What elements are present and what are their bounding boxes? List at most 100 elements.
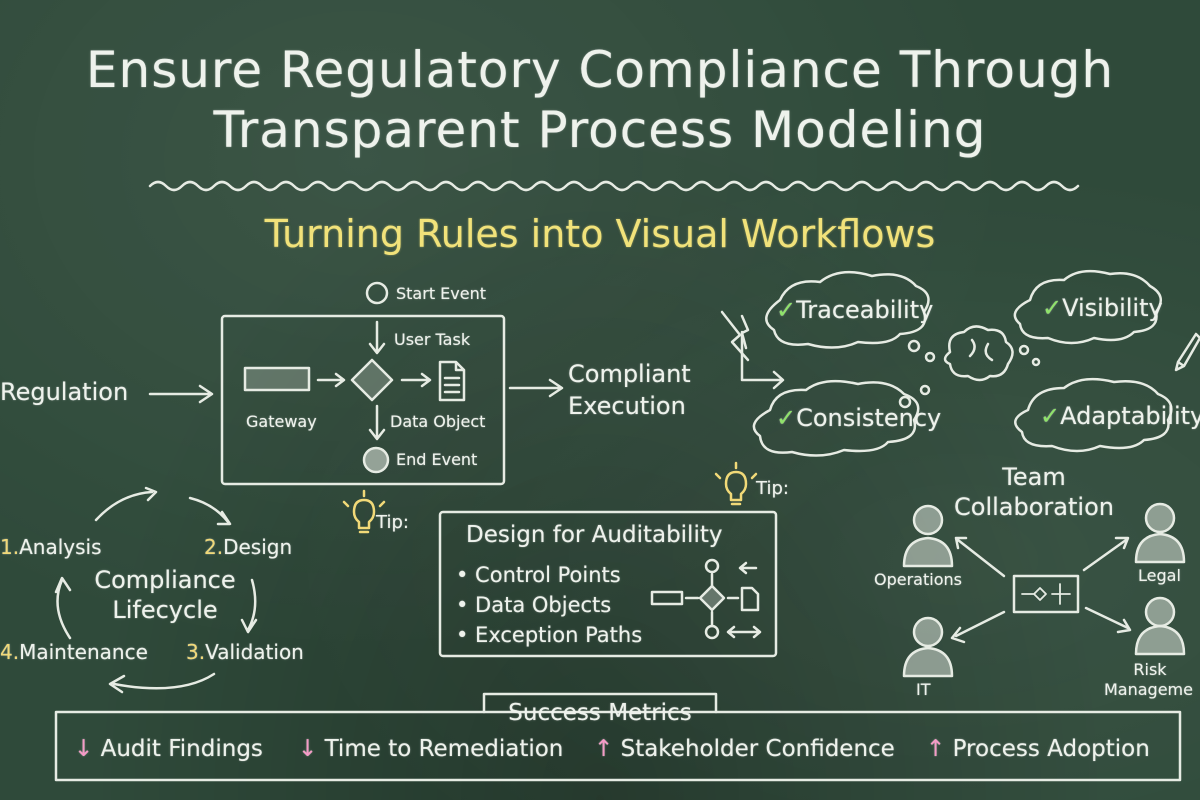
arrow-regulation [148,384,214,404]
task-rect-icon [243,366,311,392]
check-icon: ✓ [776,296,797,324]
team-member-risk: Risk Manageme [1104,660,1193,699]
team-center-board-icon [1012,574,1080,614]
arrow-down-2 [368,404,386,441]
metric-audit-findings: ↓ Audit Findings [74,736,263,762]
check-icon: ✓ [776,404,797,432]
thought-bubble [907,339,921,353]
metric-time-to-remediation: ↓ Time to Remediation [298,736,564,762]
mini-arrow [738,561,758,575]
lifecycle-step-validation: 3.Validation [186,640,304,664]
cloud-adaptability [1014,377,1173,453]
team-member-it: IT [916,680,931,699]
start-event-label: Start Event [396,284,487,303]
user-task-label: User Task [394,330,471,349]
metrics-box [54,710,1182,782]
lifecycle-arrow-left [54,576,72,640]
team-member-legal: Legal [1138,566,1181,585]
regulation-label: Regulation [0,378,129,406]
person-it-icon [902,616,954,678]
mini-end-icon [704,624,720,640]
lightbulb-icon [342,489,386,534]
lifecycle-title: Compliance Lifecycle [94,566,236,624]
start-event-icon [365,281,389,305]
compliant-execution-label: Compliant Execution [568,360,691,420]
lifecycle-arrow-top [94,486,158,522]
team-member-operations: Operations [874,570,962,589]
zigzag-arrow [720,310,750,362]
arrow-to-risk [1084,606,1132,634]
person-legal-icon [1134,502,1186,564]
lifecycle-arrow-top-right [188,496,232,526]
metric-stakeholder-confidence: ↑ Stakeholder Confidence [594,736,895,762]
arrow-down-1 [368,320,386,355]
mini-arrow [726,625,762,639]
process-box [220,314,506,486]
thought-bubble [1031,357,1041,367]
arrow-to-legal [1082,536,1130,572]
brain-icon [943,325,1014,382]
mini-diamond-icon [698,584,726,612]
arrow-to-execution [508,378,564,398]
thought-bubble [898,395,912,409]
lifecycle-step-maintenance: 4.Maintenance [0,640,148,664]
cloud-visibility [1013,269,1163,345]
end-event-label: End Event [396,450,478,469]
arrow-down-icon: ↓ [74,736,94,762]
check-icon: ✓ [1040,402,1061,430]
arrow-to-operations [954,536,1006,578]
page-title: Ensure Regulatory Compliance Through Tra… [0,40,1200,160]
end-event-icon [362,446,390,474]
arrow-down-icon: ↓ [298,736,318,762]
bullet-item: • Exception Paths [456,623,643,647]
mini-start-icon [704,558,720,574]
title-underline [148,180,1080,192]
thought-bubble [919,384,931,396]
arrow-right-2 [400,372,432,388]
auditability-title: Design for Auditability [466,522,723,548]
benefit-traceability: ✓Traceability [776,296,934,324]
lifecycle-step-design: 2.Design [204,535,293,559]
arrow-to-it [950,610,1006,644]
team-center-diagram [1021,583,1071,605]
mini-task-icon [650,590,684,606]
pencil-icon [1174,332,1200,372]
metrics-title: Success Metrics [508,700,692,726]
auditability-box [438,510,778,658]
benefit-consistency: ✓Consistency [776,404,942,432]
bracket-arrow [740,330,785,390]
check-icon: ✓ [1042,294,1063,322]
lifecycle-arrow-bottom [108,672,216,694]
thought-bubble [1018,344,1030,356]
thought-bubble [924,351,936,363]
person-operations-icon [902,504,954,568]
arrow-right-1 [316,372,346,388]
arrow-up-icon: ↑ [594,736,614,762]
arrow-up-icon: ↑ [926,736,946,762]
gateway-diamond-icon [350,358,394,402]
title-line-1: Ensure Regulatory Compliance Through [85,41,1115,99]
tip-label: Tip: [756,478,789,499]
bullet-item: • Data Objects [456,593,612,617]
metrics-tab [482,692,718,714]
benefit-adaptability: ✓Adaptability [1040,402,1200,430]
tip-label: Tip: [376,512,409,533]
auditability-bullets: • Control Points • Data Objects • Except… [456,560,642,650]
title-line-2: Transparent Process Modeling [213,101,987,159]
person-risk-icon [1134,596,1186,656]
data-object-label: Data Object [390,412,486,431]
lifecycle-arrow-right [240,578,258,634]
cloud-traceability [765,270,930,349]
gateway-label: Gateway [246,412,317,431]
bullet-item: • Control Points [456,563,621,587]
lifecycle-step-analysis: 1.Analysis [0,535,102,559]
mini-doc-icon [740,586,760,612]
subtitle: Turning Rules into Visual Workflows [264,212,936,256]
benefit-visibility: ✓Visibility [1042,294,1163,322]
data-object-icon [438,360,466,402]
lightbulb-icon [714,461,758,506]
team-title: Team Collaboration [954,463,1114,521]
cloud-consistency [752,379,920,457]
metric-process-adoption: ↑ Process Adoption [926,736,1150,762]
